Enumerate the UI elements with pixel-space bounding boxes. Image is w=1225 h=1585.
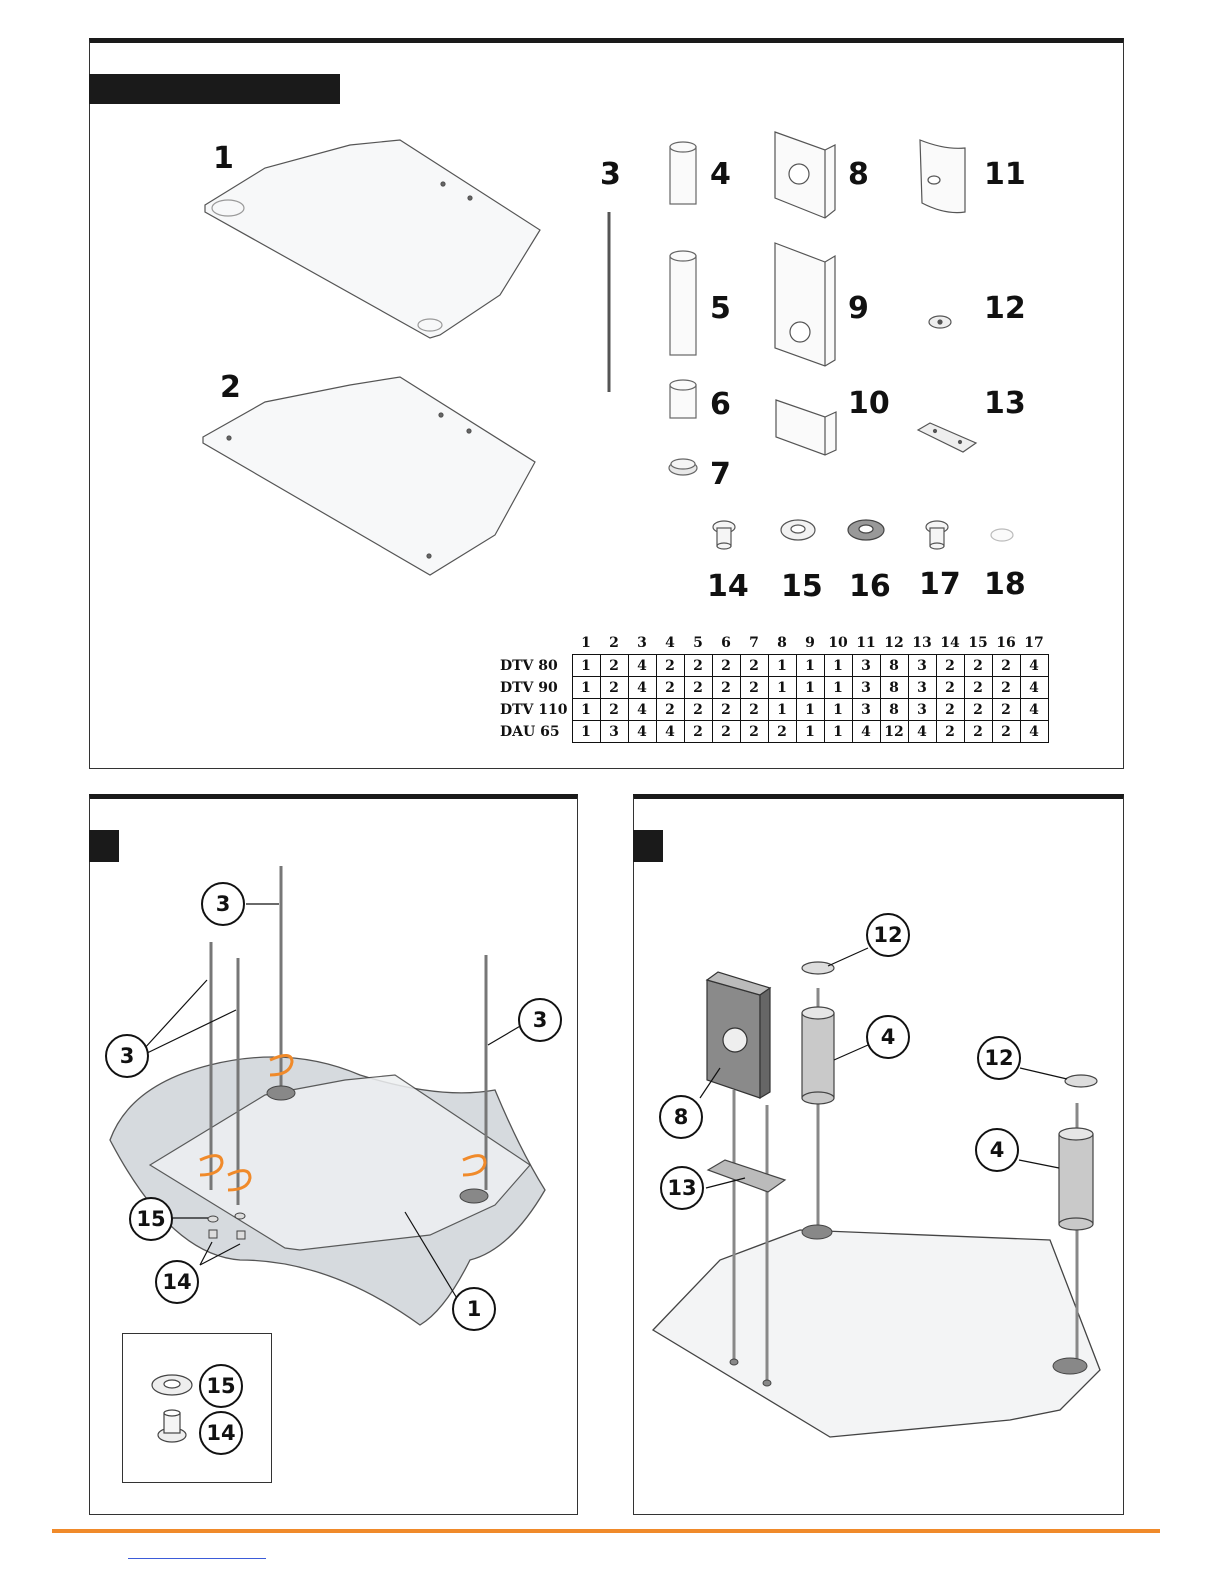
step2-callout-cap-12a: 12 [866, 913, 910, 957]
step2-callout-tube-4b: 4 [975, 1128, 1019, 1172]
step2-caps-drawing [802, 962, 1097, 1087]
step2-tubes-drawing [802, 1007, 1093, 1230]
step2-callout-block-8: 8 [659, 1095, 703, 1139]
step2-shelf-drawing [653, 1230, 1100, 1437]
step2-callout-tube-4a: 4 [866, 1015, 910, 1059]
step2-callout-cap-12b: 12 [977, 1036, 1021, 1080]
step2-callout-plate-13: 13 [660, 1166, 704, 1210]
footer-link-underline[interactable] [128, 1558, 266, 1559]
footer-accent-line [52, 1529, 1160, 1533]
step2-block-8-drawing [707, 972, 770, 1098]
step2-plate-13-drawing [708, 1160, 785, 1192]
